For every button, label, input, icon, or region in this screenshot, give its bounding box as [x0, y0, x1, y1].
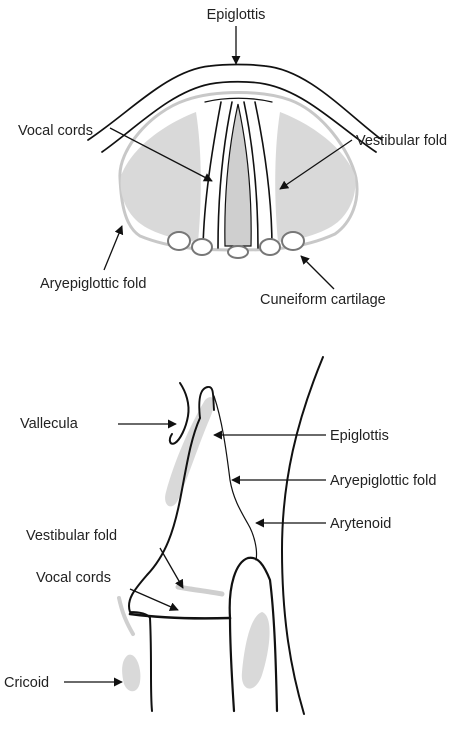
label-vestibular-fold-side: Vestibular fold	[26, 528, 117, 544]
thyroid-edge-shading	[119, 598, 133, 634]
posterior-pharyngeal-wall	[282, 357, 323, 714]
arrow-cuneiform-cartilage	[301, 256, 334, 289]
label-cuneiform-cartilage: Cuneiform cartilage	[260, 292, 386, 308]
label-epiglottis-top: Epiglottis	[207, 7, 266, 23]
sagittal-view: Vallecula Epiglottis Aryepiglottic fold …	[4, 357, 436, 714]
left-vestibular-fold	[121, 112, 201, 242]
aryepiglottic-line	[214, 396, 257, 560]
glottis	[225, 104, 251, 246]
vallecula-outline	[170, 383, 189, 444]
label-vestibular-fold-top: Vestibular fold	[356, 133, 447, 149]
arrow-vestibular-fold-side	[160, 548, 183, 588]
label-epiglottis-side: Epiglottis	[330, 428, 389, 444]
label-vocal-cords-top: Vocal cords	[18, 123, 93, 139]
cricoid-shading	[122, 655, 140, 692]
label-vallecula: Vallecula	[20, 416, 79, 432]
arrow-aryepiglottic-fold-top	[104, 226, 122, 270]
vocal-cord-plane	[130, 614, 230, 618]
arytenoid-cartilage-shading	[242, 612, 270, 689]
right-vestibular-fold	[275, 112, 355, 242]
label-vocal-cords-side: Vocal cords	[36, 570, 111, 586]
arrow-vocal-cords-side	[130, 589, 178, 610]
label-cricoid: Cricoid	[4, 675, 49, 691]
label-aryepiglottic-fold-side: Aryepiglottic fold	[330, 473, 436, 489]
vestibular-fold-shading	[178, 587, 222, 594]
laryngoscopic-view: Epiglottis Vocal cords Vestibular fold A…	[18, 7, 447, 308]
label-aryepiglottic-fold-top: Aryepiglottic fold	[40, 276, 146, 292]
label-arytenoid: Arytenoid	[330, 516, 391, 532]
